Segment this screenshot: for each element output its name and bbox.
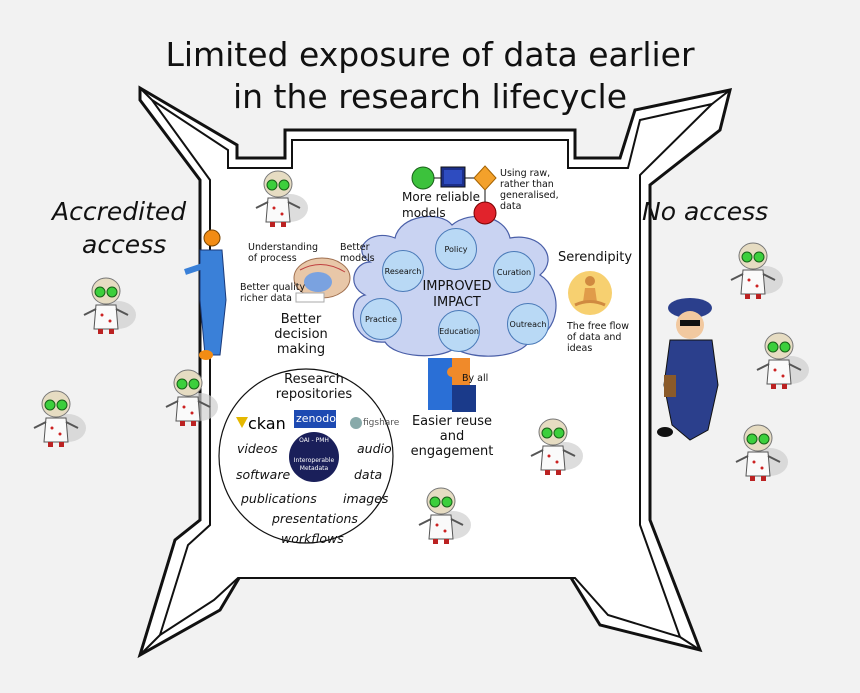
green-circle-icon (411, 166, 435, 190)
researcher-icon (255, 170, 308, 227)
no-access-label: No access (642, 197, 769, 226)
oai-logo (289, 432, 339, 482)
officer-icon (657, 298, 719, 441)
repo-item-workflows: workflows (281, 531, 344, 546)
accredited-person-icon (184, 229, 227, 360)
serendipity-title: Serendipity (558, 250, 633, 265)
repo-item-presentations: presentations (272, 511, 358, 526)
cloud-node-policy: Policy (435, 228, 477, 270)
accredited-label-1: Accredited (52, 197, 187, 226)
researcher-icon (418, 487, 471, 544)
red-circle-icon (473, 201, 497, 225)
repo-item-videos: videos (237, 441, 278, 456)
accredited-label-2: access (82, 230, 167, 259)
repo-item-audio: audio (357, 441, 392, 456)
title-line-2: in the research lifecycle (232, 77, 628, 116)
title-line-1: Limited exposure of data earlier (165, 35, 695, 74)
cloud-node-curation: Curation (493, 251, 535, 293)
researcher-icon (730, 242, 783, 299)
reliable-label-1: More reliable (402, 190, 480, 204)
zenodo-text: zenodo (296, 412, 336, 425)
repo-item-software: software (236, 467, 291, 482)
cloud-node-research: Research (382, 250, 424, 292)
repo-item-data: data (354, 467, 383, 482)
repo-item-publications: publications (241, 491, 317, 506)
researcher-icon (165, 369, 218, 426)
figshare-logo: figshare (363, 418, 400, 428)
puzzle-icon (428, 358, 452, 385)
cloud-node-outreach: Outreach (507, 303, 549, 345)
reliable-label-2: models (402, 206, 446, 220)
repo-item-images: images (343, 491, 389, 506)
researcher-icon (735, 424, 788, 481)
ckan-logo: ckan (248, 414, 286, 433)
researcher-icon (530, 418, 583, 475)
zenodo-logo (294, 410, 336, 428)
researcher-icon (33, 390, 86, 447)
cloud-node-practice: Practice (360, 298, 402, 340)
by-all-label: By all (462, 373, 489, 384)
cloud-node-education: Education (438, 310, 480, 352)
researcher-icon (756, 332, 809, 389)
researcher-icon (83, 277, 136, 334)
